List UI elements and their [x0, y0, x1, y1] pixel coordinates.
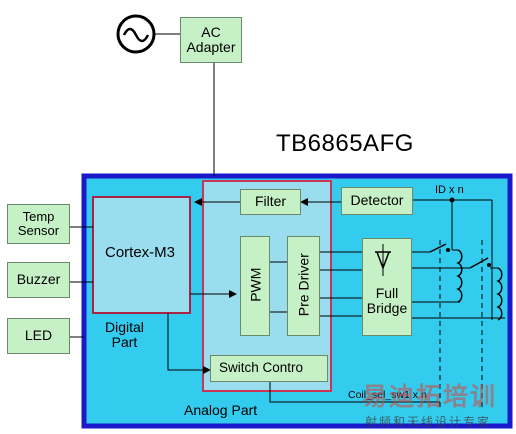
- coil-sel-signal-label: Coil_sel_sw1 x n: [348, 389, 427, 401]
- pre-driver-block: Pre Driver: [287, 236, 320, 336]
- cortex-box: [92, 196, 191, 314]
- filter-block: Filter: [240, 189, 301, 215]
- watermark-logo-text: 易迪拓培训: [362, 383, 498, 411]
- cortex-m3-label: Cortex-M3: [105, 244, 176, 261]
- detector-block: Detector: [341, 187, 413, 215]
- id-signal-label: ID x n: [435, 184, 464, 196]
- pwm-block: PWM: [240, 236, 270, 336]
- analog-part-label: Analog Part: [184, 402, 258, 418]
- watermark-subtitle: 射频和天线设计专家: [365, 415, 492, 429]
- coil-2: [496, 267, 503, 321]
- digital-part-label: Digital Part: [105, 319, 144, 351]
- led-block: LED: [7, 318, 70, 354]
- pre-driver-label: Pre Driver: [295, 253, 312, 317]
- temp-sensor-block: Temp Sensor: [7, 204, 70, 244]
- pwm-label: PWM: [247, 267, 264, 302]
- coil-1: [456, 249, 463, 303]
- ac-adapter-block: AC Adapter: [180, 17, 242, 63]
- chip-title: TB6865AFG: [276, 130, 414, 157]
- full-bridge-label: Full Bridge: [366, 285, 408, 317]
- switch-control-block: Switch Contro: [210, 355, 328, 382]
- buzzer-block: Buzzer: [7, 262, 70, 298]
